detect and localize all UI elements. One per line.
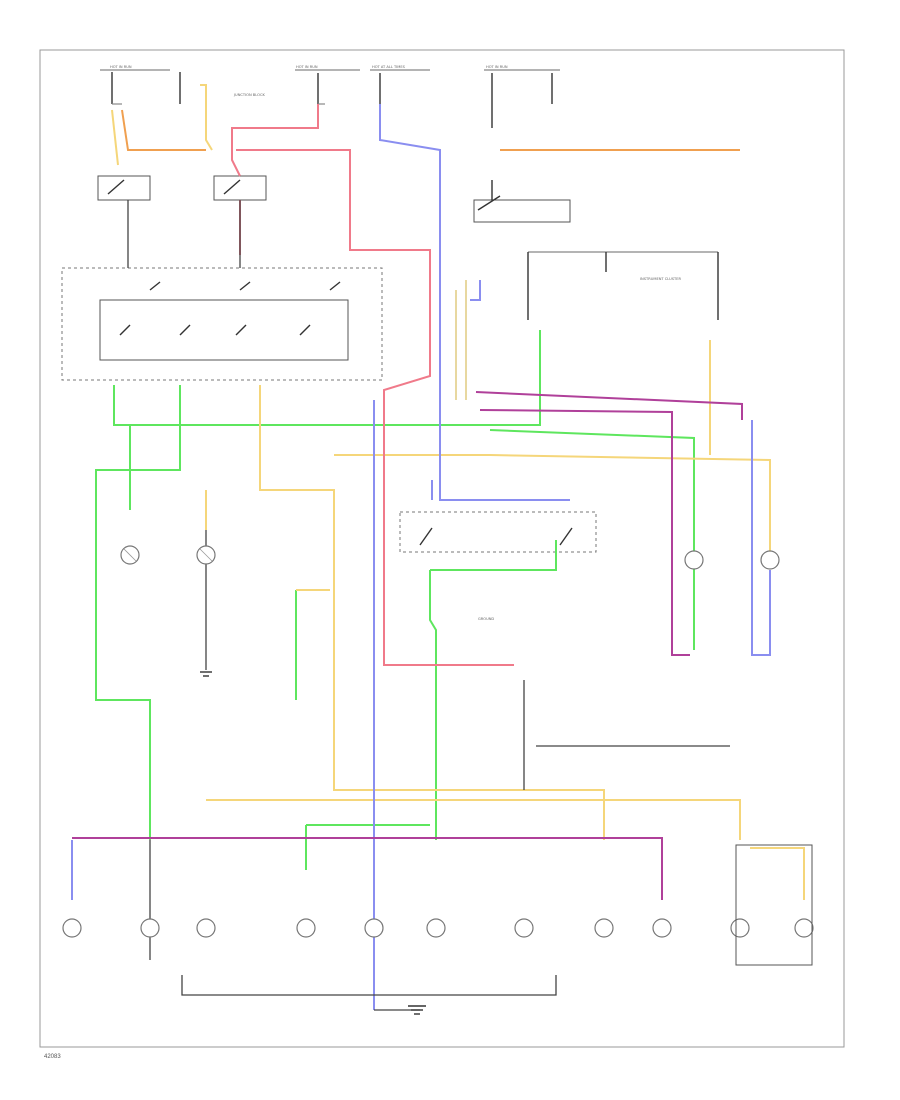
- fuse-box-top-left: HOT IN RUN: [100, 65, 181, 105]
- fuse-label-4: HOT IN RUN: [486, 65, 508, 69]
- component-label-b: INSTRUMENT CLUSTER: [640, 277, 681, 281]
- violet-wires: [72, 391, 743, 900]
- fuse-label-2: HOT IN RUN: [296, 65, 318, 69]
- ground-symbol-center: [408, 1005, 426, 1015]
- brake-switch: [399, 511, 597, 553]
- fuse-label-1: HOT IN RUN: [110, 65, 132, 69]
- green-wires: [95, 330, 695, 870]
- orange-wires: [121, 109, 740, 151]
- relay-top-right: [473, 180, 571, 223]
- ground-symbol-left: [200, 671, 212, 677]
- component-label-c: GROUND: [478, 617, 494, 621]
- fuse-box-top-right: HOT IN RUN: [484, 65, 560, 128]
- component-label-a: JUNCTION BLOCK: [233, 93, 265, 97]
- tan-wires: [455, 280, 467, 400]
- lamp-right-front-upper: [196, 545, 216, 565]
- diagram-border: [39, 49, 845, 1048]
- relay-right: [213, 175, 267, 201]
- bulb-row: [62, 844, 814, 966]
- multifunction-switch: [61, 267, 383, 381]
- turn-signal-box: [527, 251, 719, 320]
- blue-wires: [71, 104, 771, 1010]
- figure-code: 42083: [44, 1054, 61, 1060]
- fuse-box-top-mid2: HOT AT ALL TIMES: [370, 65, 430, 104]
- lamp-right-side-2: [760, 550, 780, 570]
- lamp-left-front-upper: [120, 545, 140, 565]
- yellow-wires: [111, 84, 805, 900]
- fuse-label-3: HOT AT ALL TIMES: [372, 65, 406, 69]
- lamp-right-side-1: [684, 550, 704, 570]
- relay-left: [97, 175, 151, 201]
- fuse-box-top-mid1: HOT IN RUN: [295, 65, 360, 105]
